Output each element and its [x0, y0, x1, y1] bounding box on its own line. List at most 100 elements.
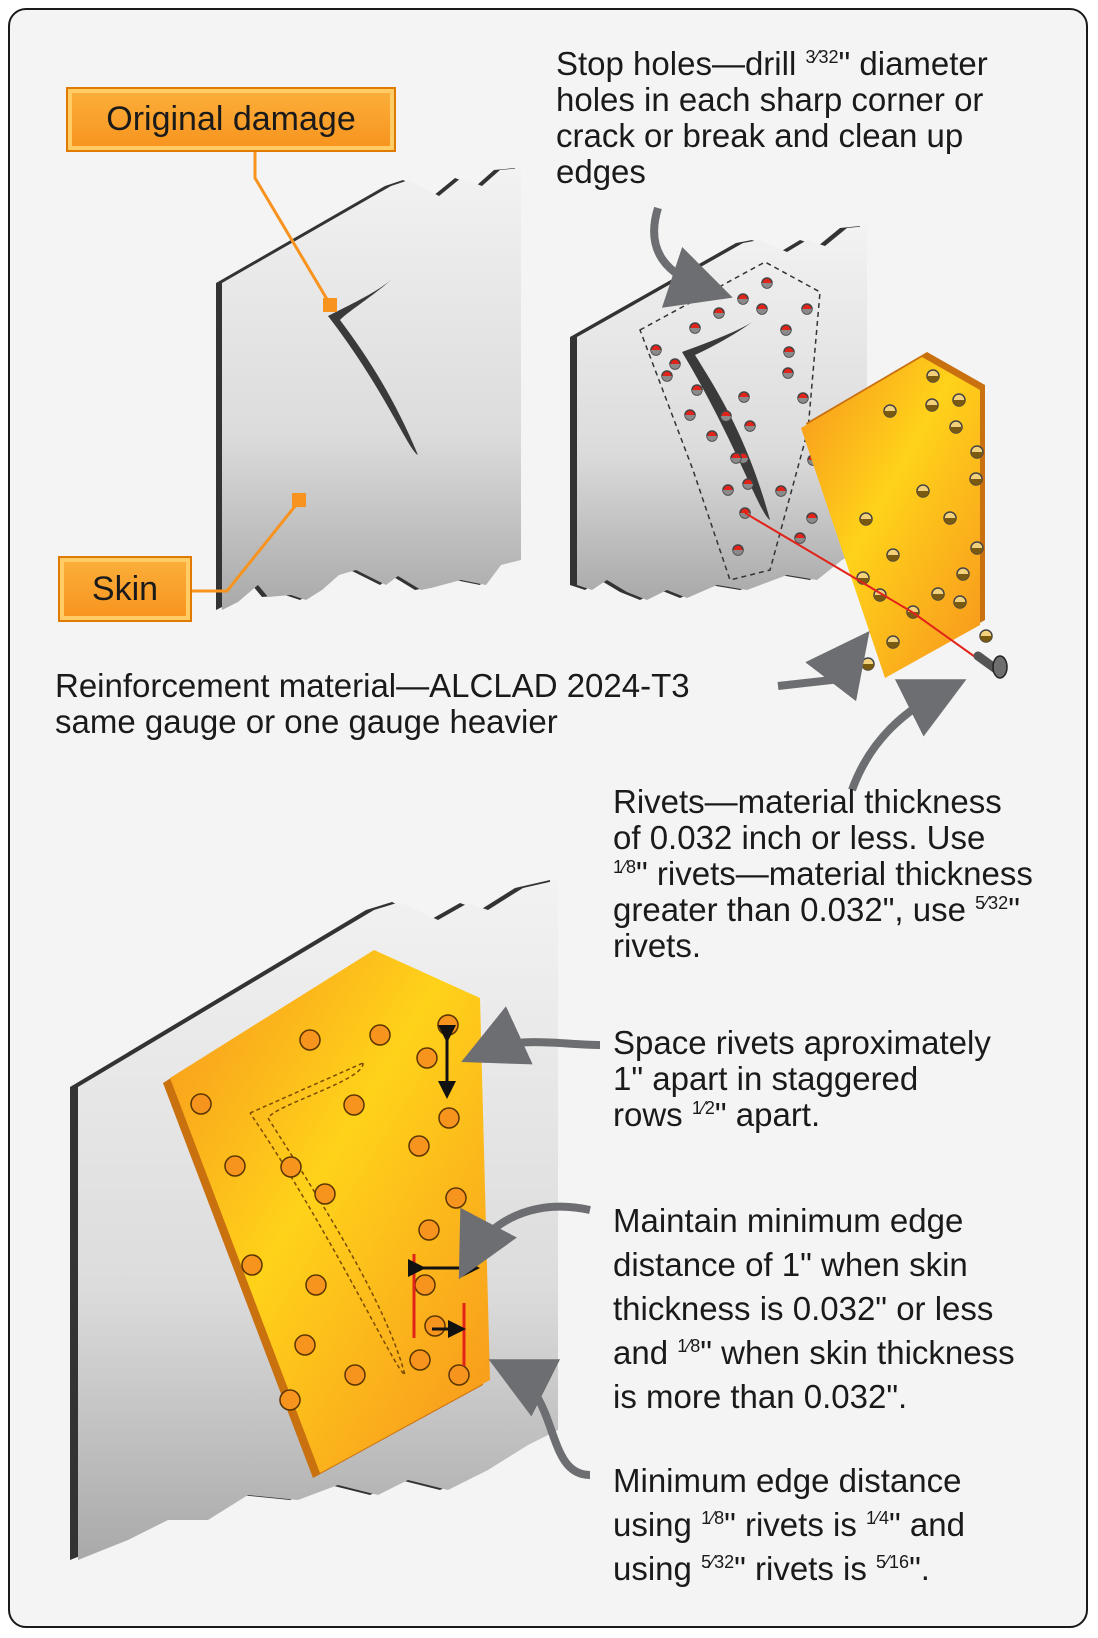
rivet-hole-shade	[907, 612, 919, 618]
stop-hole-shade	[798, 398, 808, 403]
note-text: Stop holes—drill	[556, 45, 806, 82]
installed-rivet	[299, 1029, 321, 1051]
fraction: 3⁄32	[805, 47, 839, 67]
leader-line	[192, 499, 302, 593]
skin-panel-stop-holes	[570, 226, 867, 600]
reinforcement-patch-installed	[163, 950, 490, 1478]
rivet-hole-shade	[860, 519, 872, 525]
stop-hole-shade	[743, 484, 753, 489]
stop-hole-shade	[739, 397, 749, 402]
rivet-hole-shade	[971, 452, 983, 458]
label-skin-text: Skin	[91, 569, 159, 608]
note-text: and	[613, 1334, 678, 1371]
stop-hole-shade	[781, 330, 791, 335]
rivet-hole-shade	[932, 594, 944, 600]
note-text: thickness is 0.032" or less	[613, 1290, 994, 1327]
note-text: using	[613, 1506, 702, 1543]
fraction: 5⁄32	[975, 893, 1009, 913]
rivet-hole-shade	[954, 602, 966, 608]
stop-hole-shade	[745, 426, 755, 431]
note-text: crack or break and clean up	[556, 117, 964, 154]
note-edge-distance-using: Minimum edge distance using 1⁄8" rivets …	[613, 1459, 965, 1591]
stop-hole-shade	[776, 491, 786, 496]
crack	[328, 278, 418, 455]
note-text: ".	[909, 1550, 930, 1587]
note-rivets: Rivets—material thickness of 0.032 inch …	[613, 784, 1033, 964]
note-text: Reinforcement material—ALCLAD 2024-T3	[55, 667, 690, 704]
label-original-damage: Original damage	[66, 87, 396, 152]
fraction: 5⁄32	[701, 1552, 735, 1572]
rivet-hole-shade	[944, 518, 956, 524]
installed-rivets	[190, 1014, 470, 1411]
stop-hole-shade	[757, 309, 767, 314]
note-text: greater than 0.032", use	[613, 891, 976, 928]
fraction: 1⁄2	[691, 1098, 715, 1118]
rivet-hole-shade	[953, 400, 965, 406]
note-text: distance of 1" when skin	[613, 1246, 968, 1283]
leader-line	[253, 150, 333, 307]
fraction: 5⁄16	[876, 1552, 910, 1572]
stop-hole-shade	[733, 550, 743, 555]
stop-hole-shade	[807, 518, 817, 523]
stop-hole-shade	[721, 416, 731, 421]
pointer-arrow	[461, 1006, 601, 1065]
stop-hole-shade	[692, 390, 702, 395]
pointer-arrow	[488, 1359, 591, 1479]
rivet-alignment-line	[911, 611, 986, 665]
skin-panel-damaged	[216, 168, 521, 610]
note-text: is more than 0.032".	[613, 1378, 908, 1415]
rivet-hole-shade	[917, 491, 929, 497]
installed-rivet	[416, 1047, 438, 1069]
pointer-arrow	[777, 630, 870, 702]
installed-rivet	[424, 1315, 446, 1337]
pointer-arrow	[848, 679, 967, 792]
rivet-hole-shade	[887, 642, 899, 648]
note-text: Minimum edge distance	[613, 1462, 962, 1499]
label-skin: Skin	[58, 556, 192, 622]
installed-rivet	[438, 1107, 460, 1129]
leader-dot	[292, 493, 306, 507]
rivet-hole-shade	[857, 578, 869, 584]
fraction: 1⁄8	[613, 857, 637, 877]
label-original-damage-text: Original damage	[106, 100, 356, 138]
note-minimum-edge-distance: Maintain minimum edge distance of 1" whe…	[613, 1199, 1015, 1419]
rivet-hole-shade	[971, 548, 983, 554]
installed-rivet	[224, 1155, 246, 1177]
stop-hole-shade	[783, 373, 793, 378]
stop-hole-shade	[802, 309, 812, 314]
pointer-arrow	[458, 1202, 591, 1280]
stop-hole-shade	[723, 490, 733, 495]
note-text: same gauge or one gauge heavier	[55, 703, 558, 740]
stop-hole-shade	[670, 364, 680, 369]
rivet-hole-shade	[950, 427, 962, 433]
installed-rivet	[280, 1156, 302, 1178]
note-text: holes in each sharp corner or	[556, 81, 984, 118]
rivet-hole-shade	[980, 636, 992, 642]
installed-rivet	[448, 1364, 470, 1386]
note-text: Maintain minimum edge	[613, 1202, 964, 1239]
rivet-hole-shade	[957, 574, 969, 580]
installed-rivet	[190, 1093, 212, 1115]
note-text: " apart.	[714, 1096, 821, 1133]
rivet-hole-shade	[874, 595, 886, 601]
note-text: rows	[613, 1096, 692, 1133]
rivet-hole-shade	[927, 376, 939, 382]
reinforcement-patch-exploded	[801, 352, 993, 678]
note-text: " rivets—material thickness	[636, 855, 1033, 892]
note-text: " and	[889, 1506, 965, 1543]
rivet-hole-shade	[926, 405, 938, 411]
stop-hole-shade	[731, 458, 741, 463]
fraction: 1⁄8	[701, 1508, 725, 1528]
note-stop-holes: Stop holes—drill 3⁄32" diameter holes in…	[556, 46, 988, 190]
leader-dot	[323, 298, 337, 312]
note-text: Rivets—material thickness	[613, 783, 1002, 820]
note-text: of 0.032 inch or less. Use	[613, 819, 986, 856]
installed-rivet	[241, 1254, 263, 1276]
note-reinforcement-material: Reinforcement material—ALCLAD 2024-T3 sa…	[55, 668, 690, 740]
note-text: using	[613, 1550, 702, 1587]
note-text: Space rivets aproximately	[613, 1024, 991, 1061]
installed-rivet	[343, 1094, 365, 1116]
installed-rivet	[344, 1364, 366, 1386]
stop-hole-shade	[714, 313, 724, 318]
